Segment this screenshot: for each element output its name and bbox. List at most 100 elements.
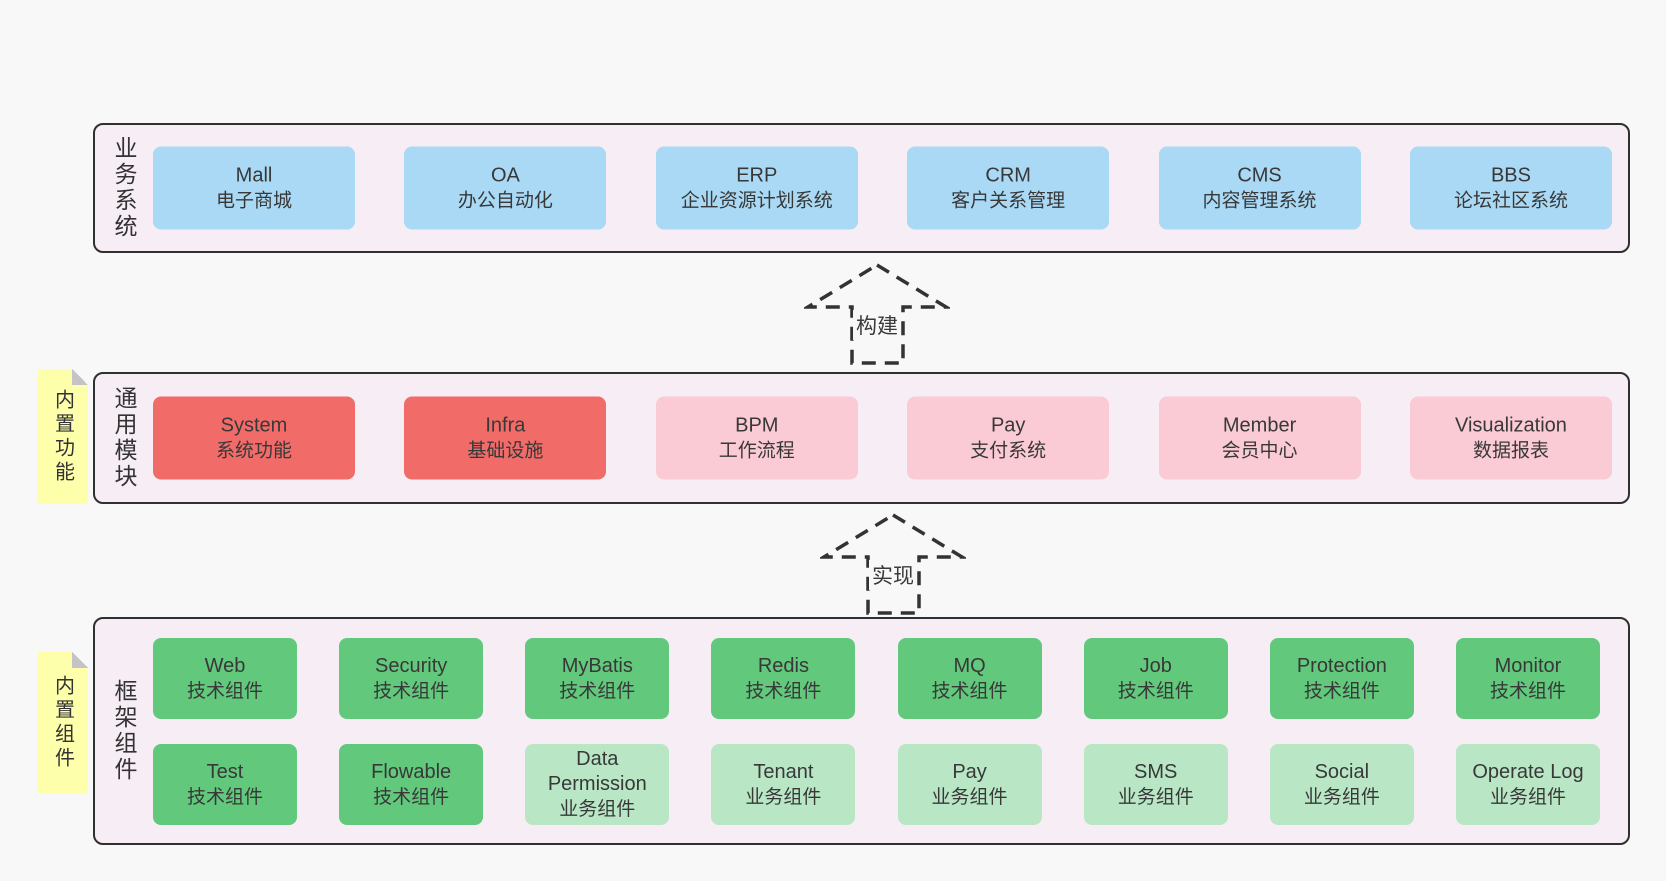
box-title: System [220,414,288,436]
box-title: ERP [736,164,778,186]
component-box-job: Job 技术组件 [1083,638,1228,719]
component-box-protection: Protection 技术组件 [1269,638,1414,719]
component-box-tenant: Tenant 业务组件 [711,744,856,825]
component-box-sms: SMS 业务组件 [1083,744,1228,825]
component-box-crm: CRM 客户关系管理 [907,146,1110,230]
arrow-build-label: 构建 [853,310,901,340]
component-box-mybatis: MyBatis 技术组件 [525,638,670,719]
sticky-note-built-in-components: 内置组件 [38,652,88,794]
box-subtitle: 技术组件 [931,680,1008,702]
box-title: Operate Log [1472,760,1584,783]
panel-label-common-modules: 通用模块 [111,386,137,490]
panel-label-business-systems: 业务系统 [111,136,137,240]
box-title: Pay [990,414,1026,436]
box-subtitle: 企业资源计划系统 [680,190,833,211]
component-box-erp: ERP 企业资源计划系统 [655,146,858,230]
box-title: CRM [985,164,1031,186]
box-subtitle: 客户关系管理 [951,190,1066,211]
box-title: OA [490,164,520,186]
box-subtitle: 业务组件 [1303,786,1380,808]
sticky-note-text: 内置组件 [51,675,74,771]
panel-business-systems: 业务系统 Mall 电子商城 OA 办公自动化 ERP 企业资源计划系统 CRM 客户关系管理… [93,123,1630,253]
box-subtitle: 会员中心 [1221,440,1298,461]
box-title: Monitor [1494,654,1562,677]
box-title: MyBatis [561,654,633,677]
box-subtitle: 技术组件 [1303,680,1380,702]
box-title: CMS [1237,164,1282,186]
box-subtitle: 业务组件 [745,786,822,808]
box-subtitle: 技术组件 [745,680,822,702]
component-box-bpm: BPM 工作流程 [655,396,858,480]
component-box-member: Member 会员中心 [1158,396,1361,480]
component-box-bbs: BBS 论坛社区系统 [1409,146,1612,230]
box-title: Web [204,654,246,677]
box-subtitle: 工作流程 [718,440,795,461]
box-title: Pay [952,760,987,783]
component-box-monitor: Monitor 技术组件 [1455,638,1600,719]
box-row-business: Mall 电子商城 OA 办公自动化 ERP 企业资源计划系统 CRM 客户关系管理 CMS 内容… [153,146,1612,230]
component-box-mq: MQ 技术组件 [897,638,1042,719]
box-title: Job [1139,654,1172,677]
box-title: Tenant [753,760,814,783]
component-box-security: Security 技术组件 [339,638,484,719]
box-title: MQ [953,654,986,677]
box-title: Flowable [371,760,452,783]
box-subtitle: 支付系统 [970,440,1047,461]
box-title: Security [375,654,448,677]
component-box-system: System 系统功能 [153,396,355,480]
box-subtitle: 论坛社区系统 [1453,190,1568,211]
up-arrow-icon [820,512,966,615]
component-box-social: Social 业务组件 [1269,744,1414,825]
arrow-implement: 实现 [820,512,966,616]
arrow-build: 构建 [804,262,950,366]
box-title: BPM [735,414,779,436]
box-subtitle: 技术组件 [559,680,636,702]
box-subtitle: 内容管理系统 [1202,190,1317,211]
component-box-test: Test 技术组件 [153,744,297,825]
panel-label-framework-components: 框架组件 [111,679,137,783]
box-title: Data Permission [547,748,647,795]
arrow-implement-label: 实现 [869,560,917,590]
box-subtitle: 技术组件 [1489,680,1566,702]
component-box-operate-log: Operate Log 业务组件 [1455,744,1600,825]
box-title: Protection [1296,654,1387,677]
box-subtitle: 系统功能 [215,440,292,461]
box-subtitle: 电子商城 [215,190,292,211]
component-box-oa: OA 办公自动化 [404,146,607,230]
box-title: SMS [1134,760,1178,783]
component-box-cms: CMS 内容管理系统 [1158,146,1361,230]
component-box-visualization: Visualization 数据报表 [1409,396,1612,480]
box-subtitle: 技术组件 [373,680,450,702]
box-title: Mall [235,164,273,186]
component-box-data-permission: Data Permission 业务组件 [525,744,670,825]
box-title: Redis [757,654,809,677]
box-subtitle: 技术组件 [373,786,450,808]
box-subtitle: 办公自动化 [457,190,553,211]
box-title: Social [1314,760,1370,783]
box-subtitle: 业务组件 [559,799,636,820]
box-title: Visualization [1454,414,1567,436]
box-title: Test [206,760,244,783]
component-box-mall: Mall 电子商城 [153,146,355,230]
box-subtitle: 技术组件 [186,680,263,702]
sticky-note-built-in-features: 内置功能 [38,369,88,504]
box-subtitle: 业务组件 [1489,786,1566,808]
box-subtitle: 技术组件 [1117,680,1194,702]
box-subtitle: 业务组件 [931,786,1008,808]
component-box-redis: Redis 技术组件 [711,638,856,719]
component-box-pay: Pay 支付系统 [907,396,1110,480]
box-title: BBS [1490,164,1531,186]
box-subtitle: 业务组件 [1117,786,1194,808]
component-box-flowable: Flowable 技术组件 [339,744,484,825]
box-title: Member [1222,414,1297,436]
up-arrow-icon [804,262,950,365]
box-subtitle: 数据报表 [1472,440,1549,461]
box-subtitle: 技术组件 [186,786,263,808]
